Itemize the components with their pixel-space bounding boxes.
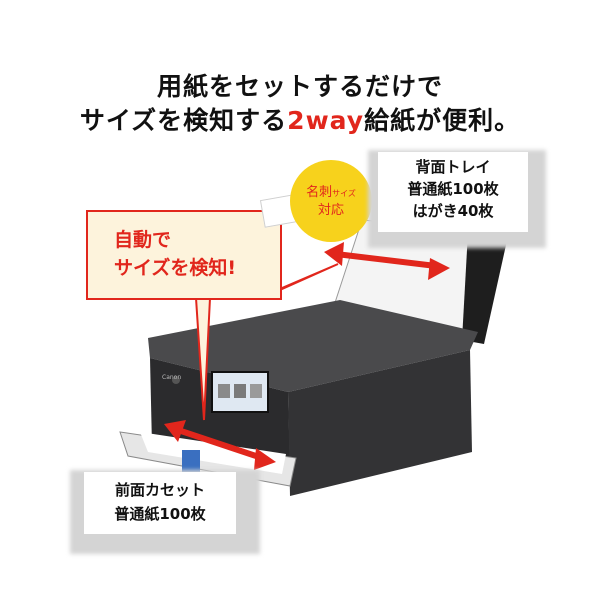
headline-accent: 2way [287, 106, 365, 135]
power-button [172, 376, 180, 384]
rear-tray-line1: 普通紙100枚 [407, 180, 499, 198]
printer-side [288, 350, 472, 496]
meishi-end: 対応 [317, 202, 344, 218]
screen-tile-1 [218, 384, 230, 398]
screen-tile-2 [234, 384, 246, 398]
rear-width-arrow [324, 242, 450, 280]
auto-detect-callout: 自動で サイズを検知! [86, 210, 282, 300]
brand-logo: Canon [162, 374, 182, 381]
screen-tile-3 [250, 384, 262, 398]
front-cassette-title: 前面カセット [114, 481, 205, 499]
front-cassette-callout: 前面カセット 普通紙100枚 [84, 472, 236, 534]
headline-line2-suffix: 給紙が便利。 [364, 106, 521, 135]
meishi-badge-top: 名刺サイズ [306, 184, 356, 202]
rear-tray-callout: 背面トレイ 普通紙100枚 はがき40枚 [378, 152, 528, 232]
auto-detect-line1: 自動で [114, 229, 172, 251]
front-cassette-paper [140, 432, 286, 474]
front-width-arrow [164, 420, 276, 470]
printer-top [148, 300, 478, 392]
cassette-label [182, 450, 200, 472]
headline-line2: サイズを検知する2way給紙が便利。 [0, 104, 600, 138]
rear-tray-back [462, 232, 508, 344]
front-cassette-line1: 普通紙100枚 [114, 505, 206, 523]
meishi-badge: 名刺サイズ 対応 [290, 160, 372, 242]
rear-tray-title: 背面トレイ [415, 158, 491, 176]
auto-detect-line2: サイズを検知! [114, 257, 237, 279]
meishi-sub: サイズ [332, 188, 356, 198]
headline: 用紙をセットするだけで サイズを検知する2way給紙が便利。 [0, 70, 600, 138]
meishi-main: 名刺 [306, 184, 333, 200]
headline-line2-prefix: サイズを検知する [79, 106, 288, 135]
headline-line1: 用紙をセットするだけで [156, 72, 443, 101]
rear-tray-line2: はがき40枚 [412, 202, 494, 220]
